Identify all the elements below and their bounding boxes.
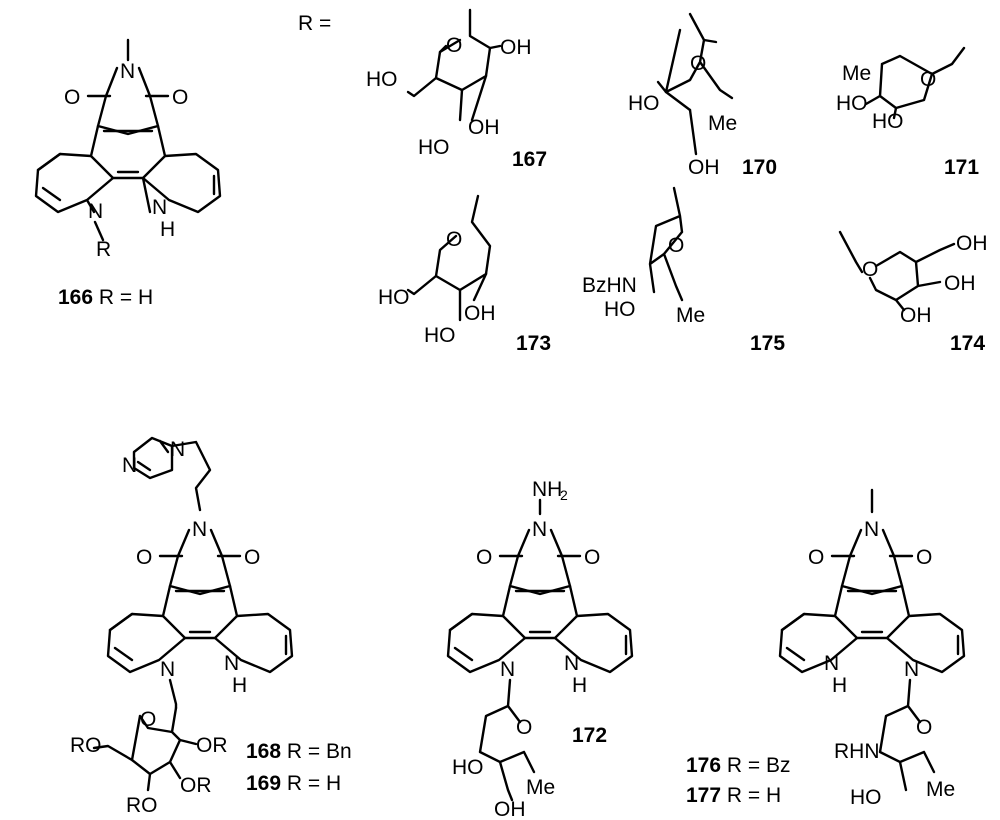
atom-n: N	[120, 60, 135, 83]
structure-168-169: N N N O O N N H O OR RO OR RO 168 R = Bn…	[70, 436, 352, 817]
atom-o: O	[808, 546, 824, 569]
hydroxyl: OH	[956, 232, 988, 255]
atom-n: N	[500, 658, 515, 681]
hydroxyl: OH	[468, 116, 500, 139]
structure-170: O HO Me OH 170	[628, 12, 777, 179]
atom-n: N	[904, 658, 919, 681]
ether: RO	[126, 794, 158, 817]
atom-o: O	[244, 546, 260, 569]
hydroxyl: HO	[366, 68, 398, 91]
structure-167: O OH HO OH HO 167	[366, 8, 547, 171]
structure-173: O HO OH HO 173	[378, 194, 551, 355]
ether: RO	[70, 734, 102, 757]
atom-n: N	[864, 518, 879, 541]
structure-166: N O O N R N H 166 R = H	[34, 38, 222, 309]
label-166: 166 R = H	[58, 286, 153, 309]
label-174: 174	[950, 332, 985, 355]
methyl: Me	[708, 112, 737, 135]
ring-oxygen: O	[140, 708, 156, 731]
atom-h: H	[572, 674, 587, 697]
atom-o: O	[584, 546, 600, 569]
subscript: 2	[560, 487, 568, 503]
label-167: 167	[512, 148, 547, 171]
label-175: 175	[750, 332, 785, 355]
hydroxyl: HO	[872, 110, 904, 133]
atom-n: N	[192, 518, 207, 541]
atom-n: N	[170, 438, 185, 461]
structure-175: O BzHN HO Me 175	[582, 186, 785, 355]
ring-oxygen: O	[516, 716, 532, 739]
atom-h: H	[160, 218, 175, 241]
ring-oxygen: O	[446, 228, 462, 251]
hydroxyl: OH	[500, 36, 532, 59]
structure-176-177: N O O N H N O RHN HO Me 176 R = Bz 177 R…	[686, 488, 966, 809]
ring-oxygen: O	[668, 234, 684, 257]
atom-n: N	[122, 454, 137, 477]
atom-h: H	[832, 674, 847, 697]
hydroxyl: HO	[378, 286, 410, 309]
label-173: 173	[516, 332, 551, 355]
label-177: 177 R = H	[686, 784, 781, 807]
hydroxyl: HO	[424, 324, 456, 347]
ether: OR	[196, 734, 228, 757]
label-169: 169 R = H	[246, 772, 341, 795]
structure-172: NH 2 N O O N N H O HO Me OH 172	[446, 478, 634, 820]
hydroxyl: HO	[418, 136, 450, 159]
hydroxyl: HO	[628, 92, 660, 115]
atom-nh: N	[152, 196, 167, 219]
atom-o: O	[916, 546, 932, 569]
benzamido: BzHN	[582, 274, 637, 297]
atom-n: N	[532, 518, 547, 541]
hydroxyl: HO	[452, 756, 484, 779]
amino-n: NH	[532, 478, 562, 501]
hydroxyl: HO	[836, 92, 868, 115]
ring-oxygen: O	[446, 34, 462, 57]
atom-r: R	[96, 238, 111, 261]
ether: OR	[180, 774, 212, 797]
methyl: Me	[842, 62, 871, 85]
ring-oxygen: O	[690, 52, 706, 75]
methyl: Me	[676, 304, 705, 327]
hydroxyl: OH	[494, 798, 526, 820]
label-168: 168 R = Bn	[246, 740, 352, 763]
structure-174: O OH OH OH 174	[838, 230, 988, 355]
label-176: 176 R = Bz	[686, 754, 791, 777]
label-172: 172	[572, 724, 607, 747]
amine: RHN	[834, 740, 880, 763]
label-170: 170	[742, 156, 777, 179]
hydroxyl: HO	[850, 786, 882, 809]
atom-o: O	[476, 546, 492, 569]
hydroxyl: OH	[900, 304, 932, 327]
atom-n: N	[160, 658, 175, 681]
r-equals-label: R =	[298, 12, 331, 35]
hydroxyl: HO	[604, 298, 636, 321]
ring-oxygen: O	[916, 716, 932, 739]
structure-171: O Me HO HO 171	[836, 46, 979, 179]
methyl: Me	[526, 776, 555, 799]
atom-h: H	[232, 674, 247, 697]
atom-n: N	[88, 200, 103, 223]
methyl: Me	[926, 778, 955, 801]
atom-o: O	[172, 86, 188, 109]
hydroxyl: OH	[944, 272, 976, 295]
ring-oxygen: O	[920, 68, 936, 91]
ring-oxygen: O	[862, 258, 878, 281]
atom-nh: N	[824, 652, 839, 675]
hydroxyl: OH	[688, 156, 720, 179]
atom-nh: N	[564, 652, 579, 675]
label-171: 171	[944, 156, 979, 179]
atom-o: O	[64, 86, 80, 109]
hydroxyl: OH	[464, 302, 496, 325]
atom-nh: N	[224, 652, 239, 675]
atom-o: O	[136, 546, 152, 569]
